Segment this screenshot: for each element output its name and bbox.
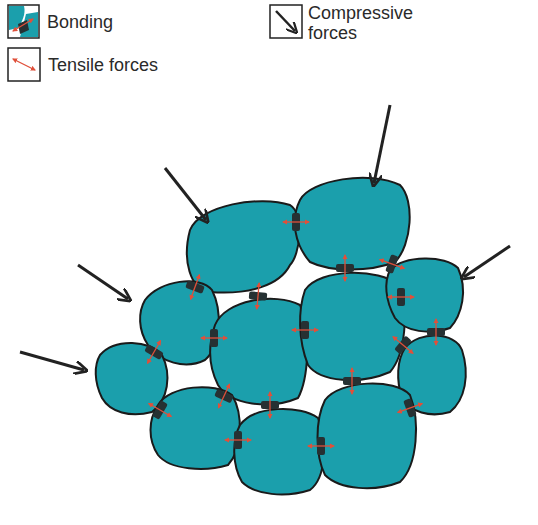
tensile-arrow	[344, 255, 345, 281]
tensile-arrow	[191, 275, 200, 299]
compressive-arrows	[20, 105, 510, 370]
tensile-arrow	[219, 384, 230, 408]
legend-icon-compressive	[270, 5, 302, 38]
legend-icon-bonding	[8, 5, 39, 38]
tensile-arrow	[269, 392, 270, 418]
tensile-arrow	[380, 260, 404, 269]
tensile-arrow	[283, 221, 309, 222]
tensile-arrow	[393, 337, 413, 354]
tensile-arrow	[257, 283, 259, 309]
tensile-arrow	[292, 329, 318, 330]
tensile-arrow	[388, 296, 414, 297]
tensile-arrow	[398, 404, 422, 413]
legend-text: Bonding	[47, 12, 247, 32]
tensile-arrow	[435, 319, 436, 345]
particles	[96, 178, 466, 495]
legend-text: Compressive forces	[308, 3, 426, 43]
legend-text: Tensile forces	[48, 55, 248, 75]
legend-icon-tensile	[8, 48, 40, 81]
tensile-arrow	[148, 341, 161, 364]
tensile-arrow	[225, 439, 251, 440]
tensile-arrow	[351, 368, 352, 394]
tensile-arrow	[201, 337, 227, 338]
bonds	[144, 213, 445, 455]
tensile-arrow	[149, 404, 172, 417]
tensile-arrow	[308, 445, 334, 446]
